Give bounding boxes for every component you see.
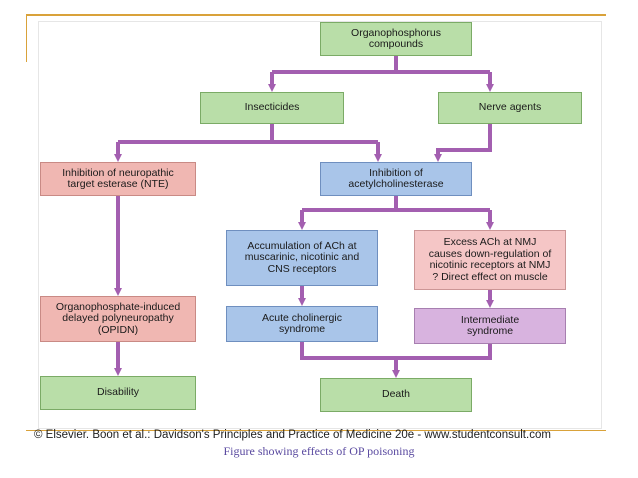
- diagram-panel: [39, 22, 601, 428]
- node-ache: Inhibition of acetylcholinesterase: [320, 162, 472, 196]
- left-rule: [26, 14, 27, 62]
- node-death: Death: [320, 378, 472, 412]
- figure-caption: Figure showing effects of OP poisoning: [223, 444, 415, 458]
- bottom-rule: [26, 430, 606, 431]
- node-nte: Inhibition of neuropathic target esteras…: [40, 162, 196, 196]
- node-excess-ach: Excess ACh at NMJ causes down-regulation…: [414, 230, 566, 290]
- node-ach-accumulation: Accumulation of ACh at muscarinic, nicot…: [226, 230, 378, 286]
- node-insecticides: Insecticides: [200, 92, 344, 124]
- arrow-ache-split: [302, 196, 490, 212]
- arrow-op-split: [272, 55, 490, 74]
- copyright-credit: © Elsevier. Boon et al.: Davidson's Prin…: [34, 429, 551, 441]
- node-op-compounds: Organophosphorus compounds: [320, 22, 472, 56]
- node-opidn: Organophosphate-induced delayed polyneur…: [40, 296, 196, 342]
- arrow-acute-death-merge: [300, 342, 492, 360]
- arrow-insecticides-split: [118, 124, 378, 144]
- node-acute-syndrome: Acute cholinergic syndrome: [226, 306, 378, 342]
- top-rule: [26, 14, 606, 16]
- arrow-nerve-agents-to-ache: [434, 124, 492, 162]
- node-nerve-agents: Nerve agents: [438, 92, 582, 124]
- node-disability: Disability: [40, 376, 196, 410]
- node-intermediate-syndrome: Intermediate syndrome: [414, 308, 566, 344]
